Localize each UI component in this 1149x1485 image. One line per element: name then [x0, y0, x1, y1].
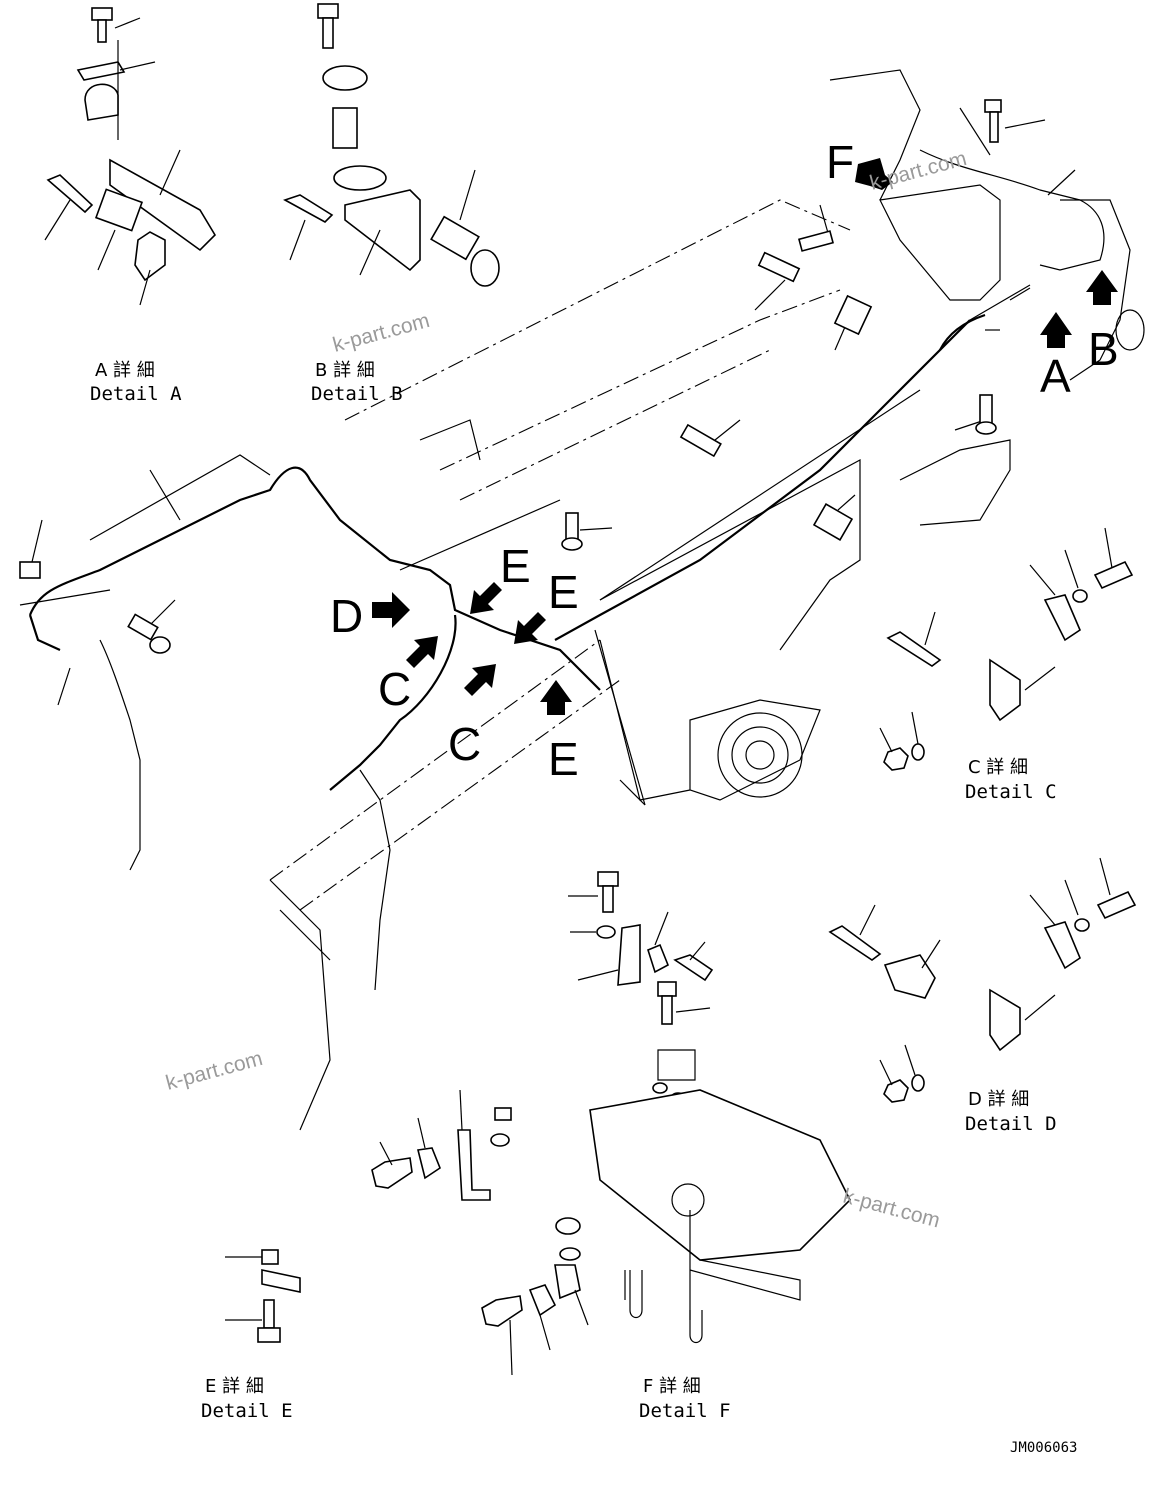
detail-e-title-en: Detail E — [201, 1400, 293, 1422]
arrow-e1-icon — [470, 582, 502, 614]
arrow-b-icon — [1086, 270, 1118, 305]
wiring-harness — [19, 149, 1105, 991]
callout-e2: E — [548, 566, 579, 618]
arrow-c2-icon — [464, 664, 496, 696]
detail-a-title-jp: A 詳 細 — [95, 360, 155, 381]
detail-a-parts — [44, 7, 217, 306]
watermark-1: k-part.com — [330, 309, 432, 357]
detail-d-title-en: Detail D — [965, 1113, 1057, 1135]
detail-b-title-jp: B 詳 細 — [315, 360, 375, 381]
callout-c1: C — [378, 663, 411, 715]
callout-e1: E — [500, 540, 531, 592]
detail-b-title-en: Detail B — [311, 383, 403, 405]
callout-d: D — [330, 590, 363, 642]
callout-e3: E — [548, 733, 579, 785]
callout-b: B — [1088, 323, 1119, 375]
loose-parts — [19, 99, 1002, 654]
arrow-e3-icon — [540, 680, 572, 715]
detail-a-title-en: Detail A — [90, 383, 182, 405]
arrow-f-icon — [855, 158, 893, 190]
detail-f-parts — [371, 871, 851, 1376]
callout-a: A — [1040, 350, 1071, 402]
detail-d-parts — [828, 857, 1137, 1103]
detail-c-title-jp: C 詳 細 — [968, 757, 1028, 778]
chassis-outline — [269, 69, 1145, 1131]
detail-c-title-en: Detail C — [965, 781, 1057, 803]
detail-f-title-jp: F 詳 細 — [643, 1376, 701, 1397]
detail-d-title-jp: D 詳 細 — [968, 1089, 1029, 1110]
watermark-4: k-part.com — [841, 1185, 943, 1233]
detail-e-parts — [225, 1249, 301, 1343]
arrow-a-icon — [1040, 312, 1072, 348]
watermark-2: k-part.com — [867, 147, 969, 195]
watermark-3: k-part.com — [163, 1047, 265, 1095]
detail-b-parts — [283, 3, 500, 287]
detail-e-title-jp: E 詳 細 — [205, 1376, 264, 1397]
arrows — [372, 158, 1118, 715]
callout-c2: C — [448, 718, 481, 770]
arrow-d-icon — [372, 592, 410, 628]
arrow-c1-icon — [406, 636, 438, 668]
arrow-e2-icon — [514, 612, 546, 644]
detail-c-parts — [879, 527, 1134, 771]
leader-lines — [31, 107, 1076, 706]
callout-f: F — [826, 136, 854, 188]
detail-f-title-en: Detail F — [639, 1400, 731, 1422]
drawing-code: JM006063 — [1010, 1440, 1077, 1456]
